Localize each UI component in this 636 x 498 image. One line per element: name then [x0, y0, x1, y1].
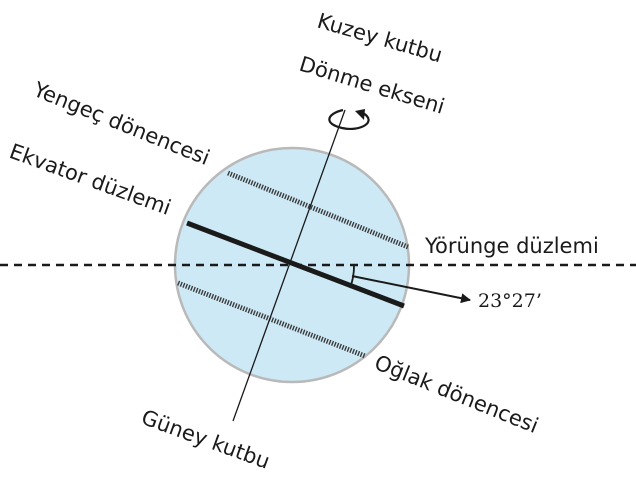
tilt-angle-label: 23°27’ — [478, 290, 542, 312]
south-pole-label: Güney kutbu — [138, 405, 273, 474]
tilt-angle-pointer — [351, 275, 471, 304]
equator-plane-label: Ekvator düzlemi — [6, 139, 174, 220]
tropic-of-capricorn-label: Oğlak dönencesi — [371, 350, 542, 438]
rotation-arrow-icon — [328, 108, 370, 130]
north-pole-label: Kuzey kutbu — [315, 9, 445, 68]
rotation-axis-line — [232, 109, 346, 422]
orbital-plane-label: Yörünge düzlemi — [424, 234, 599, 258]
